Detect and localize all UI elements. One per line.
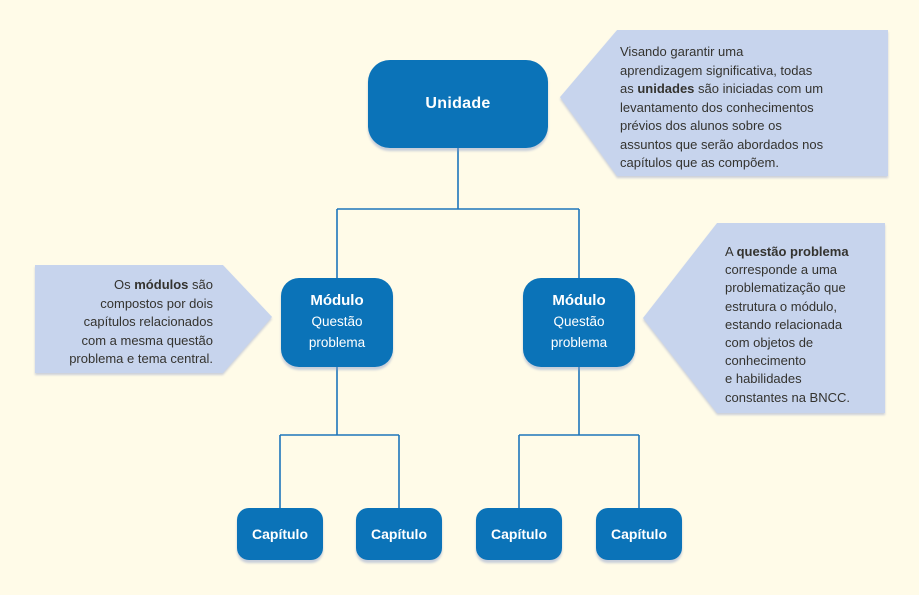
node-module-right-subtitle: Questão problema	[550, 314, 608, 350]
connector-unidade-to-modules	[336, 148, 580, 278]
node-chapter-1-label: Capítulo	[252, 526, 308, 542]
node-chapter-4: Capítulo	[596, 508, 682, 560]
connector-module-right-to-chapters	[518, 367, 640, 508]
node-module-right-title: Módulo	[552, 292, 606, 310]
node-unidade: Unidade	[368, 60, 548, 148]
node-chapter-3: Capítulo	[476, 508, 562, 560]
node-module-left-title: Módulo	[310, 292, 364, 310]
node-chapter-4-label: Capítulo	[611, 526, 667, 542]
connector-module-left-to-chapters	[279, 367, 400, 508]
node-module-left: Módulo Questão problema	[281, 278, 393, 367]
node-module-right: Módulo Questão problema	[523, 278, 635, 367]
node-chapter-3-label: Capítulo	[491, 526, 547, 542]
node-chapter-2-label: Capítulo	[371, 526, 427, 542]
node-chapter-1: Capítulo	[237, 508, 323, 560]
node-module-left-subtitle: Questão problema	[308, 314, 366, 350]
node-unidade-label: Unidade	[425, 95, 491, 112]
node-chapter-2: Capítulo	[356, 508, 442, 560]
